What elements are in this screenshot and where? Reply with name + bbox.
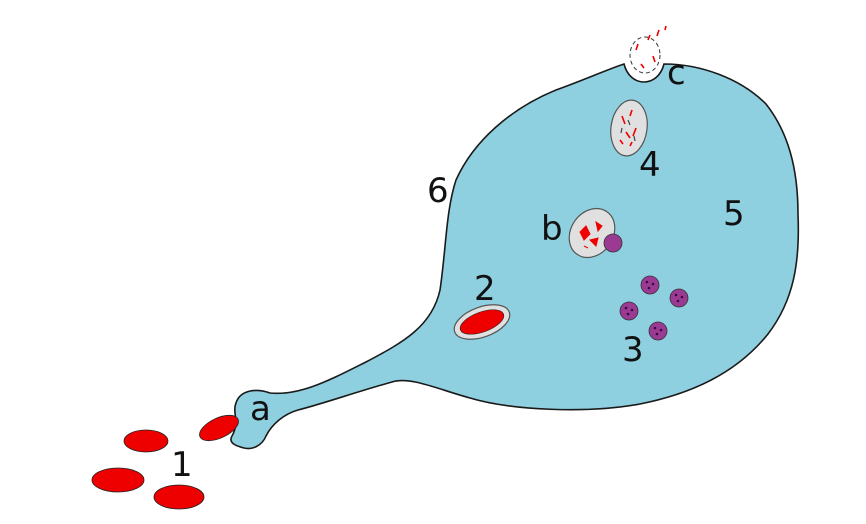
label-3: 3 [622,330,644,370]
label-5: 5 [723,194,745,234]
lysosome [669,288,689,308]
residual-body [610,99,648,157]
label-a: a [250,389,271,429]
red-blood-cell [91,467,145,493]
label-2: 2 [474,269,496,309]
lysosome-fusing [603,233,623,253]
lysosome-group [619,275,689,341]
lysosome [648,321,668,341]
residual-fragments [619,109,637,147]
red-blood-cell [153,484,205,510]
released-debris [635,25,667,69]
label-1: 1 [171,445,193,485]
engulfed-red-blood-cell [199,414,239,442]
label-4: 4 [639,145,661,185]
digested-fragments [579,220,603,249]
label-c: c [667,53,686,93]
residual-fragments-dark [620,119,636,142]
cell-body [230,62,800,450]
lysosome [619,301,639,321]
label-b: b [541,209,563,249]
label-6: 6 [427,171,449,211]
phagosome-red-blood-cell [459,309,505,335]
exocytosis-vesicle [629,36,661,74]
red-blood-cell [123,429,169,453]
lysosome [640,275,660,295]
